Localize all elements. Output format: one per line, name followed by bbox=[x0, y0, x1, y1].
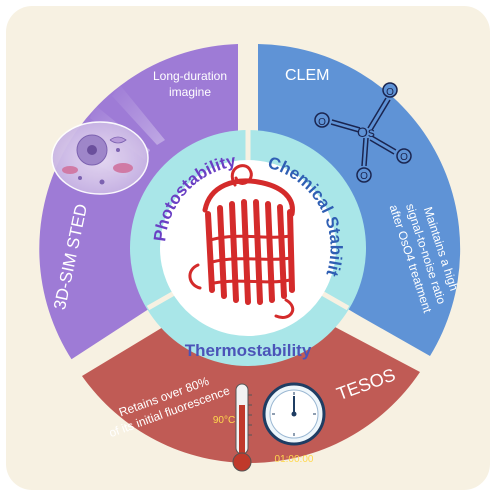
cell-icon bbox=[51, 121, 149, 195]
thermostability-label: Thermostability bbox=[185, 341, 312, 360]
photo-note-line2: imagine bbox=[169, 85, 211, 99]
stopwatch-icon bbox=[262, 382, 326, 446]
chem-technique: CLEM bbox=[285, 67, 329, 84]
timer-label: 01:00:00 bbox=[275, 454, 314, 465]
photo-note-line1: Long-duration bbox=[153, 69, 227, 83]
molecule-center-label: Os bbox=[357, 124, 375, 140]
chemical-stability-sector bbox=[258, 44, 461, 356]
thermometer-icon bbox=[232, 383, 252, 472]
temperature-label: 90°C bbox=[213, 415, 235, 426]
oxygen-atom-label: O bbox=[318, 117, 326, 128]
oxygen-atom-label: O bbox=[360, 171, 368, 182]
oxygen-atom-label: O bbox=[400, 152, 408, 163]
osmium-tetroxide-molecule-icon bbox=[314, 82, 412, 183]
oxygen-atom-label: O bbox=[386, 87, 394, 98]
protein-beta-barrel-icon bbox=[188, 164, 295, 319]
thermostability-sector bbox=[82, 318, 420, 463]
